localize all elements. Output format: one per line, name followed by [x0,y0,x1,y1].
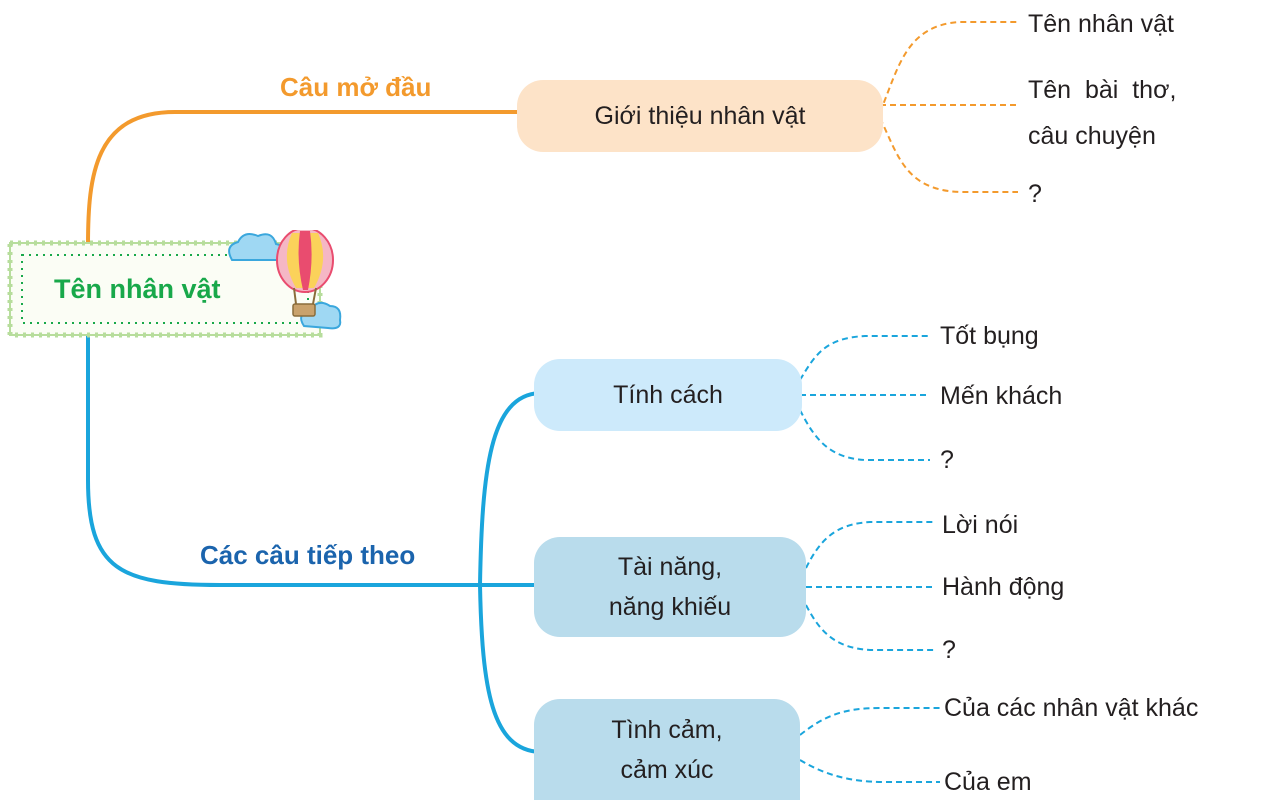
root-node: Tên nhân vật [10,243,320,335]
emotion-node-line-2: cảm xúc [620,755,714,784]
emotion-node-line-1: Tình cảm, [611,715,723,744]
talent-leaf-3: ? [942,636,956,664]
personality-leaf-line-3 [799,409,930,461]
opening-branch-line [86,110,520,246]
opening-leaf-3: câu chuyện [1028,122,1156,150]
talent-leaf-2: Hành động [942,573,1065,601]
talent-leaf-1: Lời nói [942,511,1019,539]
personality-node: Tính cách [534,359,802,431]
emotion-node: Tình cảm, cảm xúc [534,699,800,800]
personality-leaf-1: Tốt bụng [940,322,1039,350]
cloud-icon [228,233,342,330]
root-label: Tên nhân vật [54,273,221,304]
following-branch-label: Các câu tiếp theo [200,540,416,570]
opening-leaf-line-3 [879,117,1018,193]
personality-node-label: Tính cách [613,381,723,409]
emotion-leaf-line-2 [799,759,940,783]
emotion-leaf-1: Của các nhân vật khác [944,694,1199,722]
personality-leaf-3: ? [940,446,954,474]
talent-node-line-1: Tài năng, [617,553,723,581]
root-frame [7,230,342,338]
personality-leaf-line-1 [799,335,930,381]
emotion-leaf-line-1 [799,707,940,736]
personality-connector [478,391,541,586]
opening-leaf-2: Tên bài thơ, [1028,76,1177,104]
opening-leaf-line-1 [879,21,1018,113]
following-branch-line [86,335,540,587]
talent-node-line-2: năng khiếu [608,593,732,621]
opening-branch-label: Câu mở đầu [280,72,432,102]
opening-leaf-4: ? [1028,180,1042,208]
emotion-connector [478,584,541,754]
talent-leaf-line-3 [805,604,935,651]
opening-node-label: Giới thiệu nhân vật [594,102,806,130]
talent-node: Tài năng, năng khiếu [534,537,806,637]
opening-node: Giới thiệu nhân vật [517,80,883,152]
emotion-leaf-2: Của em [944,768,1032,796]
hot-air-balloon-icon [276,230,334,317]
opening-leaf-1: Tên nhân vật [1028,10,1174,38]
personality-leaf-2: Mến khách [940,382,1063,410]
talent-leaf-line-1 [805,521,935,569]
